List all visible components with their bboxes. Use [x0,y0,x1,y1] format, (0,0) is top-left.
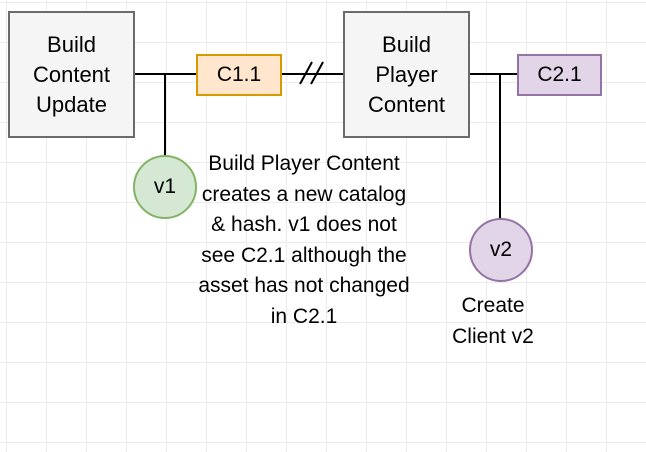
build-content-update-box: Build Content Update [8,11,135,138]
create-client-note: Create Client v2 [452,294,534,348]
client-v2-circle: v2 [469,218,533,282]
build-player-content-box: Build Player Content [343,11,470,138]
build-player-content-label: Build Player Content [367,31,446,117]
break-mark-1 [299,61,313,85]
client-v1-label: v1 [153,175,177,198]
client-v1-circle: v1 [133,155,197,219]
catalog-c1-1: C1.1 [196,54,282,96]
catalog-c2-1-label: C2.1 [537,63,582,86]
build-content-update-label: Build Content Update [32,31,111,117]
client-v2-label: v2 [489,238,513,261]
catalog-c2-1: C2.1 [517,54,602,96]
catalog-c1-1-label: C1.1 [216,63,262,86]
break-mark-2 [310,61,324,85]
explanation-note: Build Player Content creates a new catal… [198,152,410,328]
